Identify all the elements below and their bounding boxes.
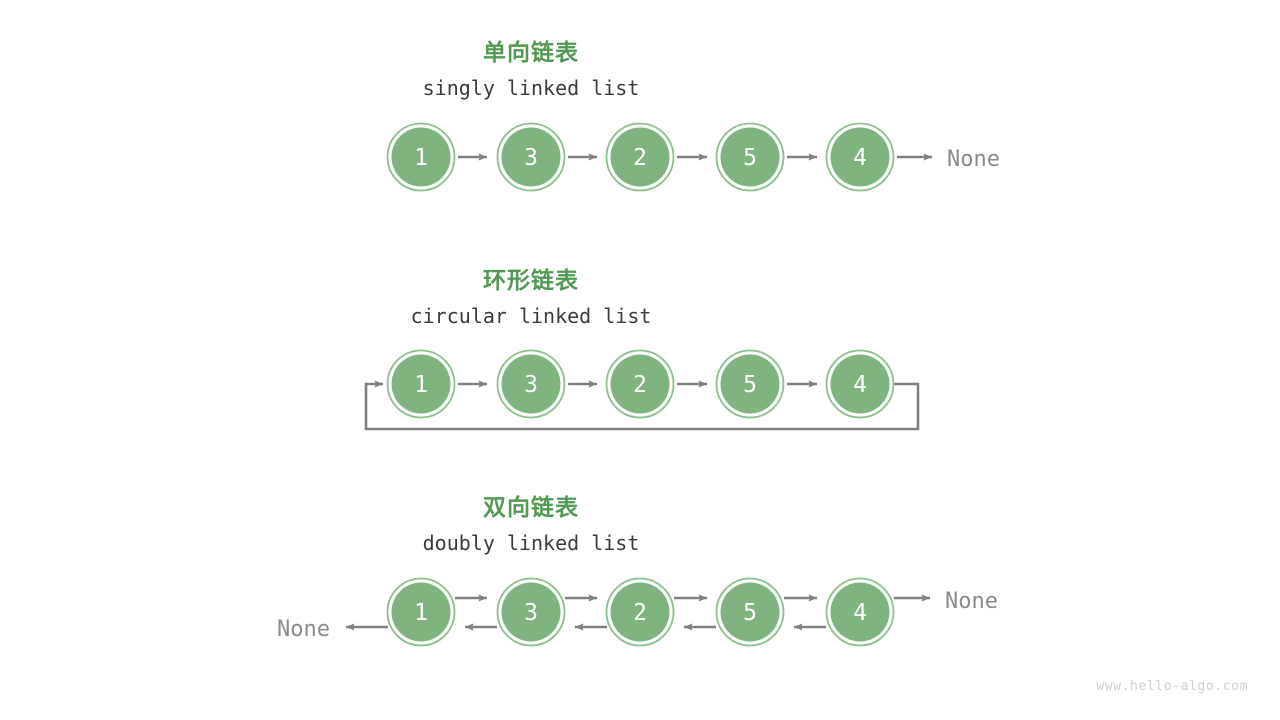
node-body <box>720 582 780 642</box>
section-subtitle-en-doubly: doubly linked list <box>423 531 640 555</box>
node-outer-ring <box>825 577 895 647</box>
section-subtitle-en-circular: circular linked list <box>411 304 652 328</box>
node-value: 5 <box>743 145 757 171</box>
node-body <box>501 582 561 642</box>
node-doubly-3: 5 <box>715 577 785 647</box>
node-body <box>830 127 890 187</box>
node-value: 3 <box>524 145 538 171</box>
section-singly: 单向链表 singly linked list 1 3 <box>386 39 1000 192</box>
node-value: 5 <box>743 372 757 398</box>
section-title-cn-singly: 单向链表 <box>483 39 579 66</box>
node-singly-0: 1 <box>386 122 456 192</box>
node-body <box>720 127 780 187</box>
node-value: 4 <box>853 372 867 398</box>
node-body <box>391 127 451 187</box>
node-body <box>830 354 890 414</box>
section-subtitle-en-singly: singly linked list <box>423 76 640 100</box>
node-singly-2: 2 <box>605 122 675 192</box>
node-value: 1 <box>414 372 428 398</box>
node-circular-0: 1 <box>386 349 456 419</box>
node-body <box>501 354 561 414</box>
node-value: 1 <box>414 600 428 626</box>
node-body <box>720 354 780 414</box>
node-outer-ring <box>496 577 566 647</box>
node-value: 3 <box>524 600 538 626</box>
node-value: 2 <box>633 372 647 398</box>
node-outer-ring <box>605 122 675 192</box>
none-label-head-doubly: None <box>277 617 330 642</box>
node-body <box>610 127 670 187</box>
node-body <box>830 582 890 642</box>
section-doubly: 双向链表 doubly linked list None <box>277 494 998 647</box>
node-singly-1: 3 <box>496 122 566 192</box>
node-circular-2: 2 <box>605 349 675 419</box>
node-value: 1 <box>414 145 428 171</box>
node-doubly-2: 2 <box>605 577 675 647</box>
none-label-tail-doubly: None <box>945 589 998 614</box>
node-outer-ring <box>715 349 785 419</box>
node-value: 5 <box>743 600 757 626</box>
node-value: 2 <box>633 145 647 171</box>
node-outer-ring <box>496 349 566 419</box>
node-outer-ring <box>825 122 895 192</box>
watermark: www.hello-algo.com <box>1096 679 1248 694</box>
section-title-cn-circular: 环形链表 <box>483 267 579 294</box>
node-circular-3: 5 <box>715 349 785 419</box>
node-value: 4 <box>853 145 867 171</box>
node-outer-ring <box>825 349 895 419</box>
none-label-tail-singly: None <box>947 147 1000 172</box>
node-body <box>610 582 670 642</box>
node-doubly-4: 4 <box>825 577 895 647</box>
node-value: 3 <box>524 372 538 398</box>
node-circular-4: 4 <box>825 349 895 419</box>
arrow-loop-back-to-head <box>364 380 920 431</box>
node-doubly-0: 1 <box>386 577 456 647</box>
node-circular-1: 3 <box>496 349 566 419</box>
section-title-cn-doubly: 双向链表 <box>483 494 579 521</box>
node-body <box>501 127 561 187</box>
node-outer-ring <box>715 577 785 647</box>
node-outer-ring <box>715 122 785 192</box>
node-outer-ring <box>386 577 456 647</box>
section-circular: 环形链表 circular linked list 1 3 <box>364 267 920 431</box>
node-body <box>391 582 451 642</box>
node-outer-ring <box>605 349 675 419</box>
node-value: 4 <box>853 600 867 626</box>
node-body <box>391 354 451 414</box>
node-doubly-1: 3 <box>496 577 566 647</box>
node-singly-4: 4 <box>825 122 895 192</box>
node-singly-3: 5 <box>715 122 785 192</box>
node-outer-ring <box>496 122 566 192</box>
node-outer-ring <box>386 122 456 192</box>
node-body <box>610 354 670 414</box>
node-outer-ring <box>386 349 456 419</box>
node-value: 2 <box>633 600 647 626</box>
node-outer-ring <box>605 577 675 647</box>
